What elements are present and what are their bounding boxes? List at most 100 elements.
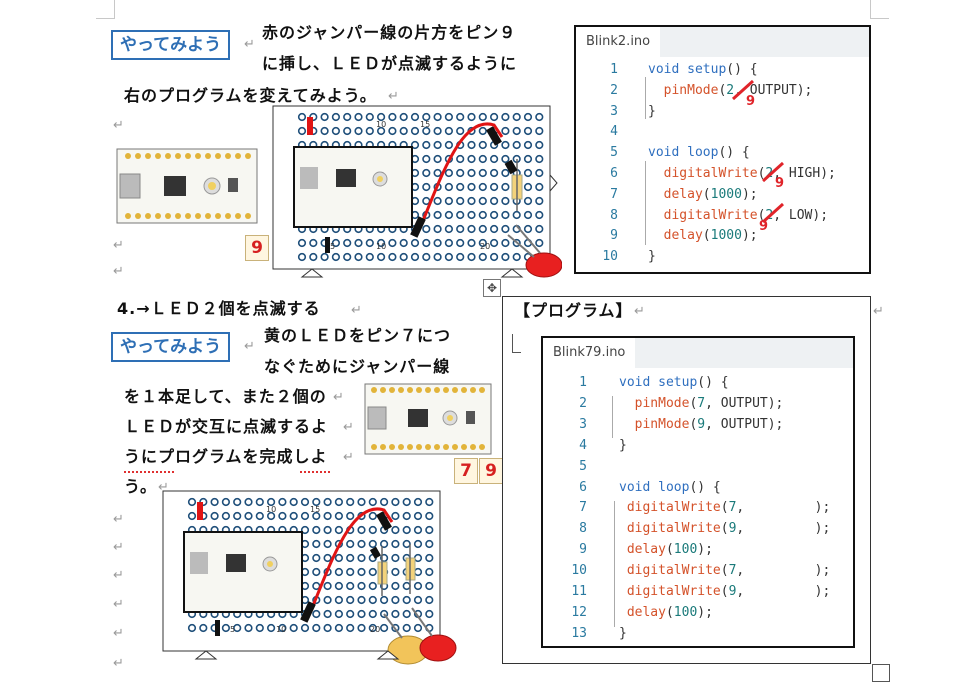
code-text: digitalWrite(7, );	[626, 500, 831, 516]
breadboard-hole	[512, 112, 521, 122]
breadboard-col-label: 20	[480, 242, 490, 251]
breadboard-hole	[422, 168, 431, 178]
breadboard-hole	[523, 126, 533, 136]
paragraph-mark-icon: ↵	[244, 37, 255, 52]
line-number: 10	[602, 249, 618, 265]
breadboard-hole	[478, 112, 487, 122]
breadboard-hole	[187, 497, 197, 507]
breadboard-col-label: 5	[330, 242, 335, 251]
breadboard-hole	[410, 126, 420, 136]
code-text: digitalWrite(9, );	[626, 521, 831, 537]
breadboard-hole	[413, 497, 423, 507]
code-line[interactable]: 7 digitalWrite(7, );	[543, 497, 853, 518]
breadboard-hole	[266, 497, 276, 507]
breadboard-hole	[368, 595, 377, 605]
code-text: pinMode(9, OUTPUT);	[634, 416, 784, 432]
microcontroller-board-image	[116, 148, 258, 224]
breadboard-hole	[444, 196, 453, 206]
code-line[interactable]: 9 delay(1000);	[576, 225, 869, 246]
breadboard-hole	[323, 595, 332, 605]
breadboard-hole	[334, 525, 343, 535]
code-line[interactable]: 2 pinMode(7, OUTPUT);	[543, 393, 853, 414]
pin-label-7: 7	[454, 458, 478, 484]
move-handle-icon[interactable]: ✥	[483, 279, 501, 297]
instruction-line: 赤のジャンパー線の片方をピン９	[262, 23, 517, 42]
line-number: 7	[610, 186, 618, 202]
breadboard-hole	[391, 623, 400, 633]
code-line[interactable]: 5	[543, 456, 853, 477]
breadboard-hole	[334, 623, 343, 633]
breadboard-hole	[433, 112, 442, 122]
code-line[interactable]: 4	[576, 121, 869, 142]
code-line[interactable]: 12 delay(100);	[543, 602, 853, 623]
instruction-line: 右のプログラムを変えてみよう。	[124, 86, 377, 105]
code-line[interactable]: 6 digitalWrite(2, HIGH);	[576, 163, 869, 184]
breadboard-hole	[357, 595, 366, 605]
editor-tab[interactable]: Blink2.ino	[576, 27, 661, 57]
red-strike-mark	[761, 161, 785, 183]
paragraph-mark-icon: ↵	[634, 304, 645, 319]
breadboard-hole	[413, 511, 423, 521]
code-line[interactable]: 3}	[576, 101, 869, 122]
editor-tab[interactable]: Blink79.ino	[543, 338, 636, 368]
breadboard-hole	[380, 609, 389, 619]
code-line[interactable]: 9 delay(100);	[543, 539, 853, 560]
line-number: 3	[610, 103, 618, 119]
code-line[interactable]: 10 digitalWrite(7, );	[543, 560, 853, 581]
breadboard-hole	[512, 126, 521, 136]
code-line[interactable]: 11 digitalWrite(9, );	[543, 581, 853, 602]
breadboard-hole	[368, 511, 377, 521]
line-number: 6	[579, 479, 587, 495]
paragraph-mark-icon: ↵	[158, 480, 169, 495]
code-line[interactable]: 2 pinMode(2, OUTPUT);	[576, 80, 869, 101]
code-line[interactable]: 7 delay(1000);	[576, 184, 869, 205]
code-text: digitalWrite(2, LOW);	[663, 207, 829, 223]
breadboard-hole	[456, 224, 465, 234]
breadboard-hole	[312, 623, 321, 633]
breadboard-hole	[244, 497, 253, 507]
breadboard-hole	[266, 511, 276, 521]
code-line[interactable]: 4}	[543, 435, 853, 456]
breadboard-hole	[244, 511, 253, 521]
breadboard-hole	[300, 511, 310, 521]
breadboard-hole	[425, 511, 434, 521]
paragraph-mark-icon: ↵	[343, 420, 354, 435]
line-number: 9	[579, 542, 587, 558]
breadboard-hole	[331, 252, 341, 262]
line-number: 12	[571, 604, 587, 620]
breadboard-hole	[368, 609, 377, 619]
breadboard-hole	[221, 511, 231, 521]
breadboard-hole	[425, 595, 434, 605]
indent-guide	[614, 501, 615, 627]
code-line[interactable]: 13}	[543, 623, 853, 644]
breadboard-hole	[365, 252, 374, 262]
breadboard-hole	[376, 112, 386, 122]
breadboard-hole	[425, 567, 434, 577]
breadboard-hole	[297, 252, 307, 262]
microcontroller-board-image	[364, 383, 492, 455]
breadboard-hole	[354, 238, 363, 248]
breadboard-hole	[368, 567, 377, 577]
anchor-box[interactable]	[872, 664, 890, 682]
indent-guide	[612, 396, 613, 438]
code-line[interactable]: 8 digitalWrite(9, );	[543, 518, 853, 539]
breadboard-hole	[320, 126, 329, 136]
code-line[interactable]: 10}	[576, 246, 869, 267]
code-text: }	[619, 437, 627, 453]
breadboard-hole	[456, 168, 465, 178]
code-line[interactable]: 3 pinMode(9, OUTPUT);	[543, 414, 853, 435]
instruction-line: なぐためにジャンパー線	[264, 357, 451, 376]
breadboard-hole	[365, 112, 374, 122]
breadboard-diagram: 10 15 5 10 20	[162, 490, 457, 665]
breadboard-hole	[433, 224, 442, 234]
code-line[interactable]: 8 digitalWrite(2, LOW);	[576, 205, 869, 226]
breadboard-hole	[334, 567, 343, 577]
breadboard-hole	[433, 126, 442, 136]
breadboard-hole	[467, 210, 476, 220]
breadboard-hole	[391, 553, 400, 563]
breadboard-hole	[467, 224, 476, 234]
